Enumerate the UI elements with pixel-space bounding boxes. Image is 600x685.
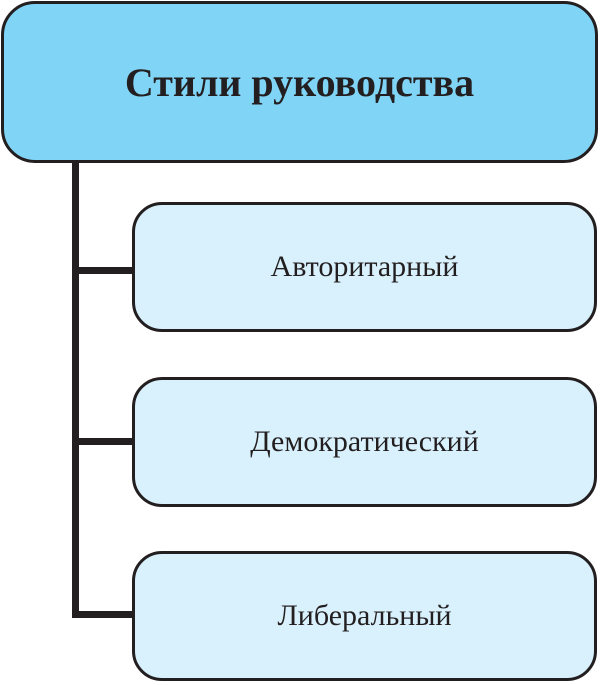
branch-connector: [72, 267, 134, 274]
child-label: Авторитарный: [270, 250, 459, 283]
root-label: Стили руководства: [124, 59, 475, 105]
child-node-authoritarian: Авторитарный: [132, 202, 597, 332]
child-label: Демократический: [250, 425, 479, 458]
branch-connector: [72, 611, 134, 618]
child-label: Либеральный: [277, 599, 452, 632]
trunk-connector: [72, 160, 79, 618]
branch-connector: [72, 438, 134, 445]
child-node-democratic: Демократический: [132, 377, 597, 507]
root-node: Стили руководства: [1, 1, 598, 163]
child-node-liberal: Либеральный: [132, 551, 597, 681]
